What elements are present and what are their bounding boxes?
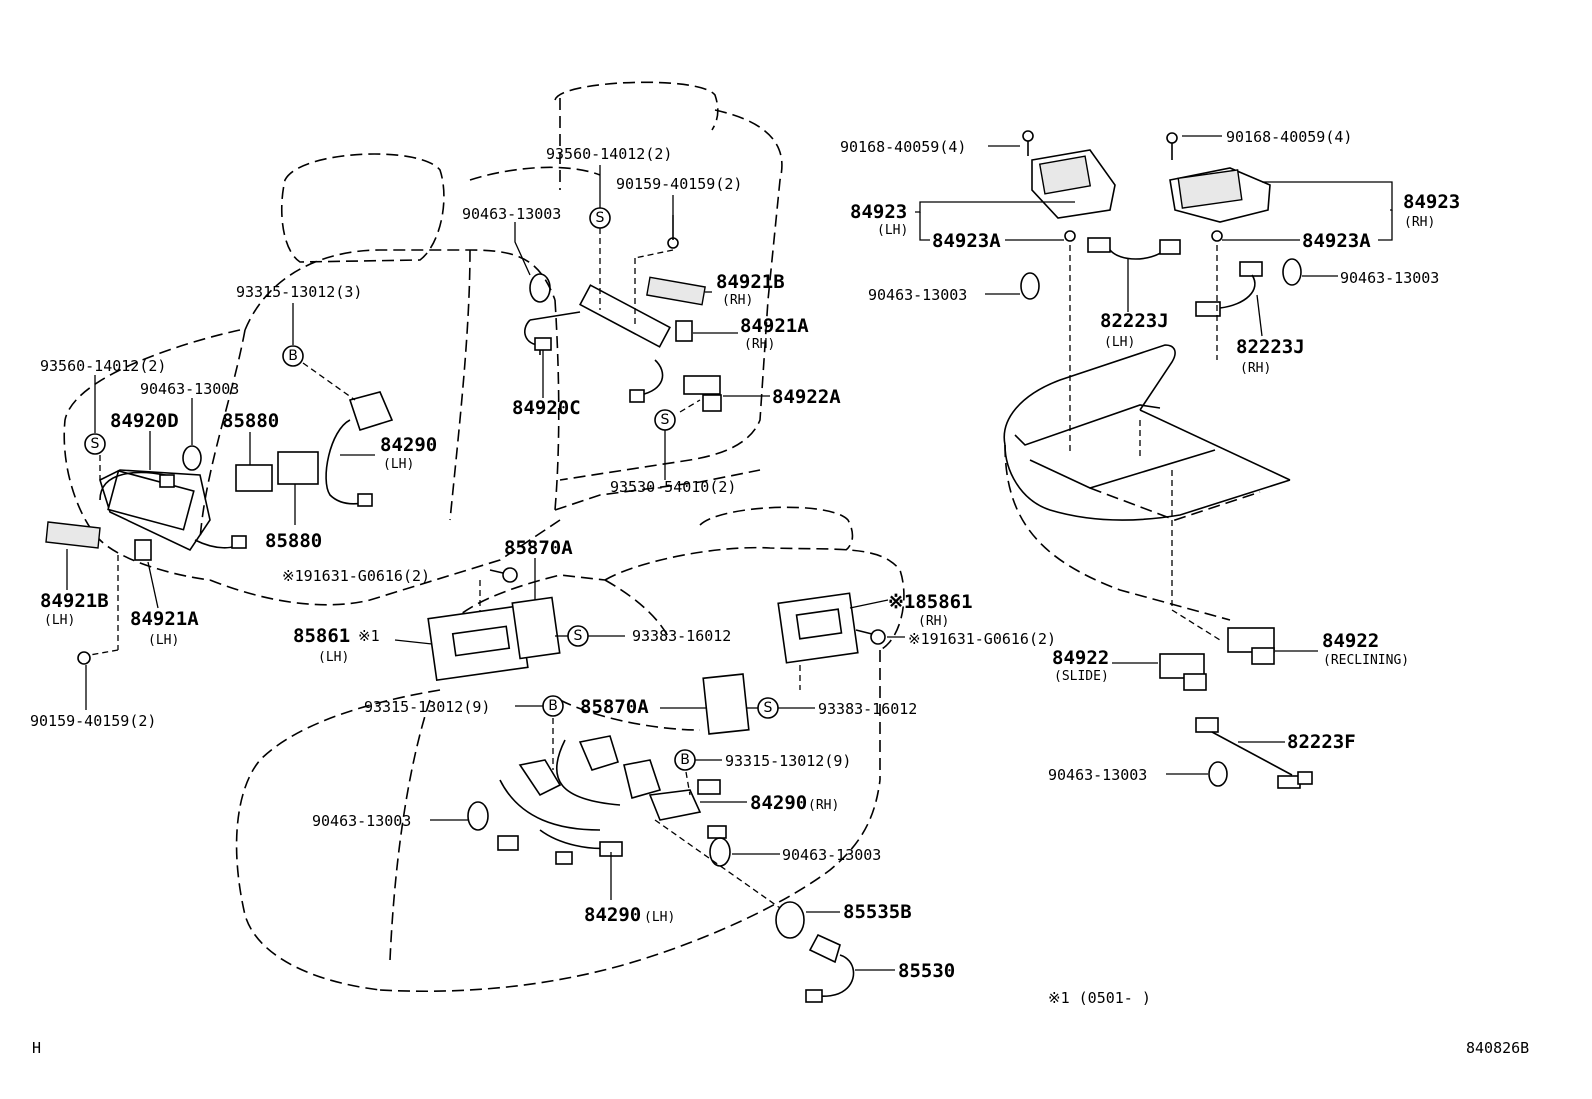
label-90463-console-left: 90463-13003: [868, 286, 967, 304]
label-93530: 93530-54010(2): [610, 478, 736, 496]
label-93315-9-left: 93315-13012(9): [364, 698, 490, 716]
qual-84921B-rh: (RH): [722, 293, 753, 308]
label-91631-right: ※191631-G0616(2): [908, 630, 1056, 648]
callout-b-2: B: [542, 695, 564, 717]
svg-text:B: B: [548, 698, 558, 714]
callout-s-5: S: [757, 697, 779, 719]
footnote: ※1 (0501- ): [1048, 989, 1151, 1007]
qual-84290-lh-seat: (LH): [644, 910, 675, 925]
part-labels: 93560-14012(2) 90159-40159(2) 90463-1300…: [30, 128, 1529, 1057]
callout-b-3: B: [674, 749, 696, 771]
qual-85861-rh: (RH): [918, 614, 949, 629]
label-84920C: 84920C: [512, 397, 581, 419]
label-85880-a: 85880: [222, 410, 279, 432]
label-93383-mid: 93383-16012: [818, 700, 917, 718]
label-85861-rh: ※185861: [888, 591, 973, 613]
seat-outlines: [63, 81, 1291, 993]
label-91631-left: ※191631-G0616(2): [282, 567, 430, 585]
callout-b-1: B: [282, 345, 304, 367]
label-84923-lh: 84923: [850, 201, 907, 223]
label-84923A-lh: 84923A: [932, 230, 1001, 252]
svg-text:B: B: [680, 752, 690, 768]
svg-text:S: S: [764, 700, 773, 716]
label-84921B-rh: 84921B: [716, 271, 785, 293]
label-84921B-lh: 84921B: [40, 590, 109, 612]
qual-84921A-rh: (RH): [744, 337, 775, 352]
qual-82223J-lh: (LH): [1104, 335, 1135, 350]
qual-84290-rh: (RH): [808, 798, 839, 813]
label-82223F: 82223F: [1287, 731, 1356, 753]
label-93383-left: 93383-16012: [632, 627, 731, 645]
label-84922A: 84922A: [772, 386, 841, 408]
label-85861-lh: 85861: [293, 625, 350, 647]
label-84923-rh: 84923: [1403, 191, 1460, 213]
label-85870A-mid: 85870A: [580, 696, 649, 718]
label-85880-b: 85880: [265, 530, 322, 552]
label-82223J-lh: 82223J: [1100, 310, 1169, 332]
label-90463-seat-left: 90463-13003: [312, 812, 411, 830]
label-84922-slide: 84922: [1052, 647, 1109, 669]
label-90463-bottom-right: 90463-13003: [1048, 766, 1147, 784]
callout-s-2: S: [654, 409, 676, 431]
label-84921A-lh: 84921A: [130, 608, 199, 630]
label-90463-console-right: 90463-13003: [1340, 269, 1439, 287]
label-93560-top: 93560-14012(2): [546, 145, 672, 163]
svg-text:S: S: [596, 210, 605, 226]
component-shapes: [45, 130, 1313, 1003]
label-84290-lh-seat: 84290: [584, 904, 641, 926]
corner-mark-left: H: [32, 1039, 41, 1057]
label-82223J-rh: 82223J: [1236, 336, 1305, 358]
callout-s-4: S: [567, 625, 589, 647]
qual-84921B-lh: (LH): [44, 613, 75, 628]
label-90159-top: 90159-40159(2): [616, 175, 742, 193]
diagram-code: 840826B: [1466, 1039, 1529, 1057]
mark-85861-lh: ※1: [358, 627, 380, 645]
callout-s-3: S: [84, 433, 106, 455]
label-93315-3: 93315-13012(3): [236, 283, 362, 301]
label-90168-right: 90168-40059(4): [1226, 128, 1352, 146]
label-93315-9-right: 93315-13012(9): [725, 752, 851, 770]
label-90168-left: 90168-40059(4): [840, 138, 966, 156]
label-84922-recl: 84922: [1322, 630, 1379, 652]
leader-lines: [66, 135, 1393, 971]
qual-84921A-lh: (LH): [148, 633, 179, 648]
label-85530: 85530: [898, 960, 955, 982]
svg-text:S: S: [574, 628, 583, 644]
svg-text:B: B: [288, 348, 298, 364]
label-85870A-top: 85870A: [504, 537, 573, 559]
qual-82223J-rh: (RH): [1240, 361, 1271, 376]
label-84290-lh-back: 84290: [380, 434, 437, 456]
label-84290-rh: 84290: [750, 792, 807, 814]
label-84923A-rh: 84923A: [1302, 230, 1371, 252]
qual-84922-recl: (RECLINING): [1323, 653, 1409, 668]
label-90463-top: 90463-13003: [462, 205, 561, 223]
label-85535B: 85535B: [843, 901, 912, 923]
label-84920D: 84920D: [110, 410, 179, 432]
qual-84922-slide: (SLIDE): [1054, 669, 1109, 684]
svg-text:S: S: [661, 412, 670, 428]
label-93560-left: 93560-14012(2): [40, 357, 166, 375]
callout-s-1: S: [589, 207, 611, 229]
qual-85861-lh: (LH): [318, 650, 349, 665]
qual-84923-lh: (LH): [877, 223, 908, 238]
label-90159-left: 90159-40159(2): [30, 712, 156, 730]
label-90463-seat-right: 90463-13003: [782, 846, 881, 864]
label-90463-left: 90463-13003: [140, 380, 239, 398]
qual-84290-lh-back: (LH): [383, 457, 414, 472]
label-84921A-rh: 84921A: [740, 315, 809, 337]
qual-84923-rh: (RH): [1404, 215, 1435, 230]
svg-text:S: S: [91, 436, 100, 452]
